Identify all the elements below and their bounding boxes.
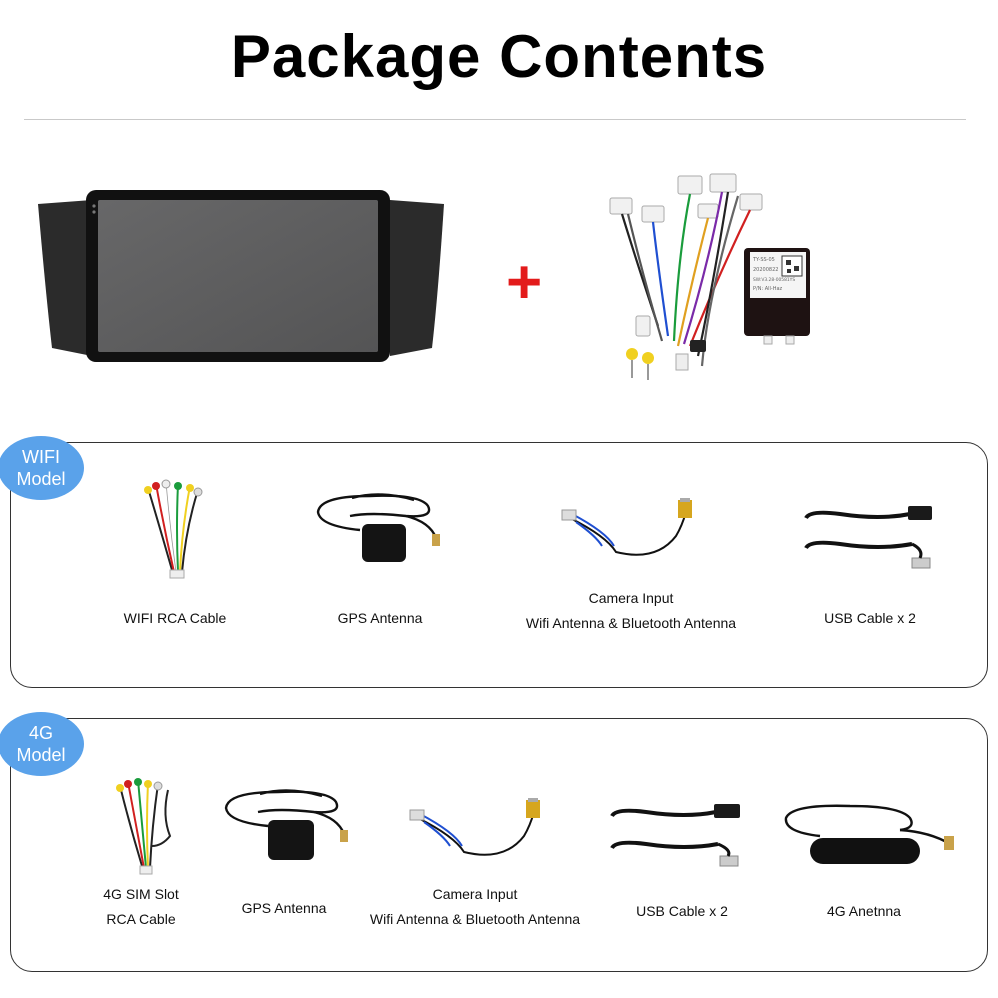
wifi-model-badge: WIFI Model	[0, 436, 84, 500]
wifi-rca-cable-image	[138, 478, 208, 582]
item-label: USB Cable x 2	[636, 903, 728, 919]
camera-wifi-bt-antenna-image	[556, 496, 702, 560]
item-label: Camera Input	[432, 886, 518, 902]
gps-antenna-image	[218, 782, 358, 862]
page-title: Package Contents	[230, 23, 768, 90]
harness-label-line: TY-SS-05	[752, 257, 775, 263]
item-label: Camera Input	[588, 590, 674, 606]
item-label: GPS Antenna	[241, 900, 327, 916]
item-label: USB Cable x 2	[824, 610, 916, 626]
badge-line: WIFI	[22, 447, 60, 467]
item-label: 4G Anetnna	[827, 903, 901, 919]
item-label: Wifi Antenna & Bluetooth Antenna	[525, 615, 737, 631]
usb-cables-image	[800, 498, 940, 574]
badge-line: Model	[16, 745, 66, 765]
badge-line: 4G	[28, 723, 53, 743]
title-divider	[24, 119, 966, 120]
head-unit-image	[36, 186, 446, 366]
item-label: Wifi Antenna & Bluetooth Antenna	[369, 911, 581, 927]
harness-label-line: P/N: All-Haz	[753, 286, 783, 292]
gps-antenna-image	[310, 486, 450, 566]
4g-antenna-image	[780, 796, 960, 872]
item-label: RCA Cable	[106, 911, 176, 927]
item-label: GPS Antenna	[337, 610, 423, 626]
item-label: WIFI RCA Cable	[123, 610, 227, 626]
4g-rca-cable-image	[112, 776, 178, 876]
item-label: 4G SIM Slot	[103, 886, 179, 902]
plus-sign: +	[506, 248, 543, 317]
usb-cables-image	[606, 796, 746, 872]
harness-label-line: SW:V3.28-00581YS	[753, 277, 795, 283]
badge-line: Model	[16, 469, 66, 489]
4g-model-badge: 4G Model	[0, 712, 84, 776]
camera-wifi-bt-antenna-image	[404, 796, 550, 860]
wiring-harness-image: TY-SS-05 20200822 SW:V3.28-00581YS P/N: …	[598, 166, 818, 392]
harness-label-line: 20200822	[753, 267, 778, 273]
